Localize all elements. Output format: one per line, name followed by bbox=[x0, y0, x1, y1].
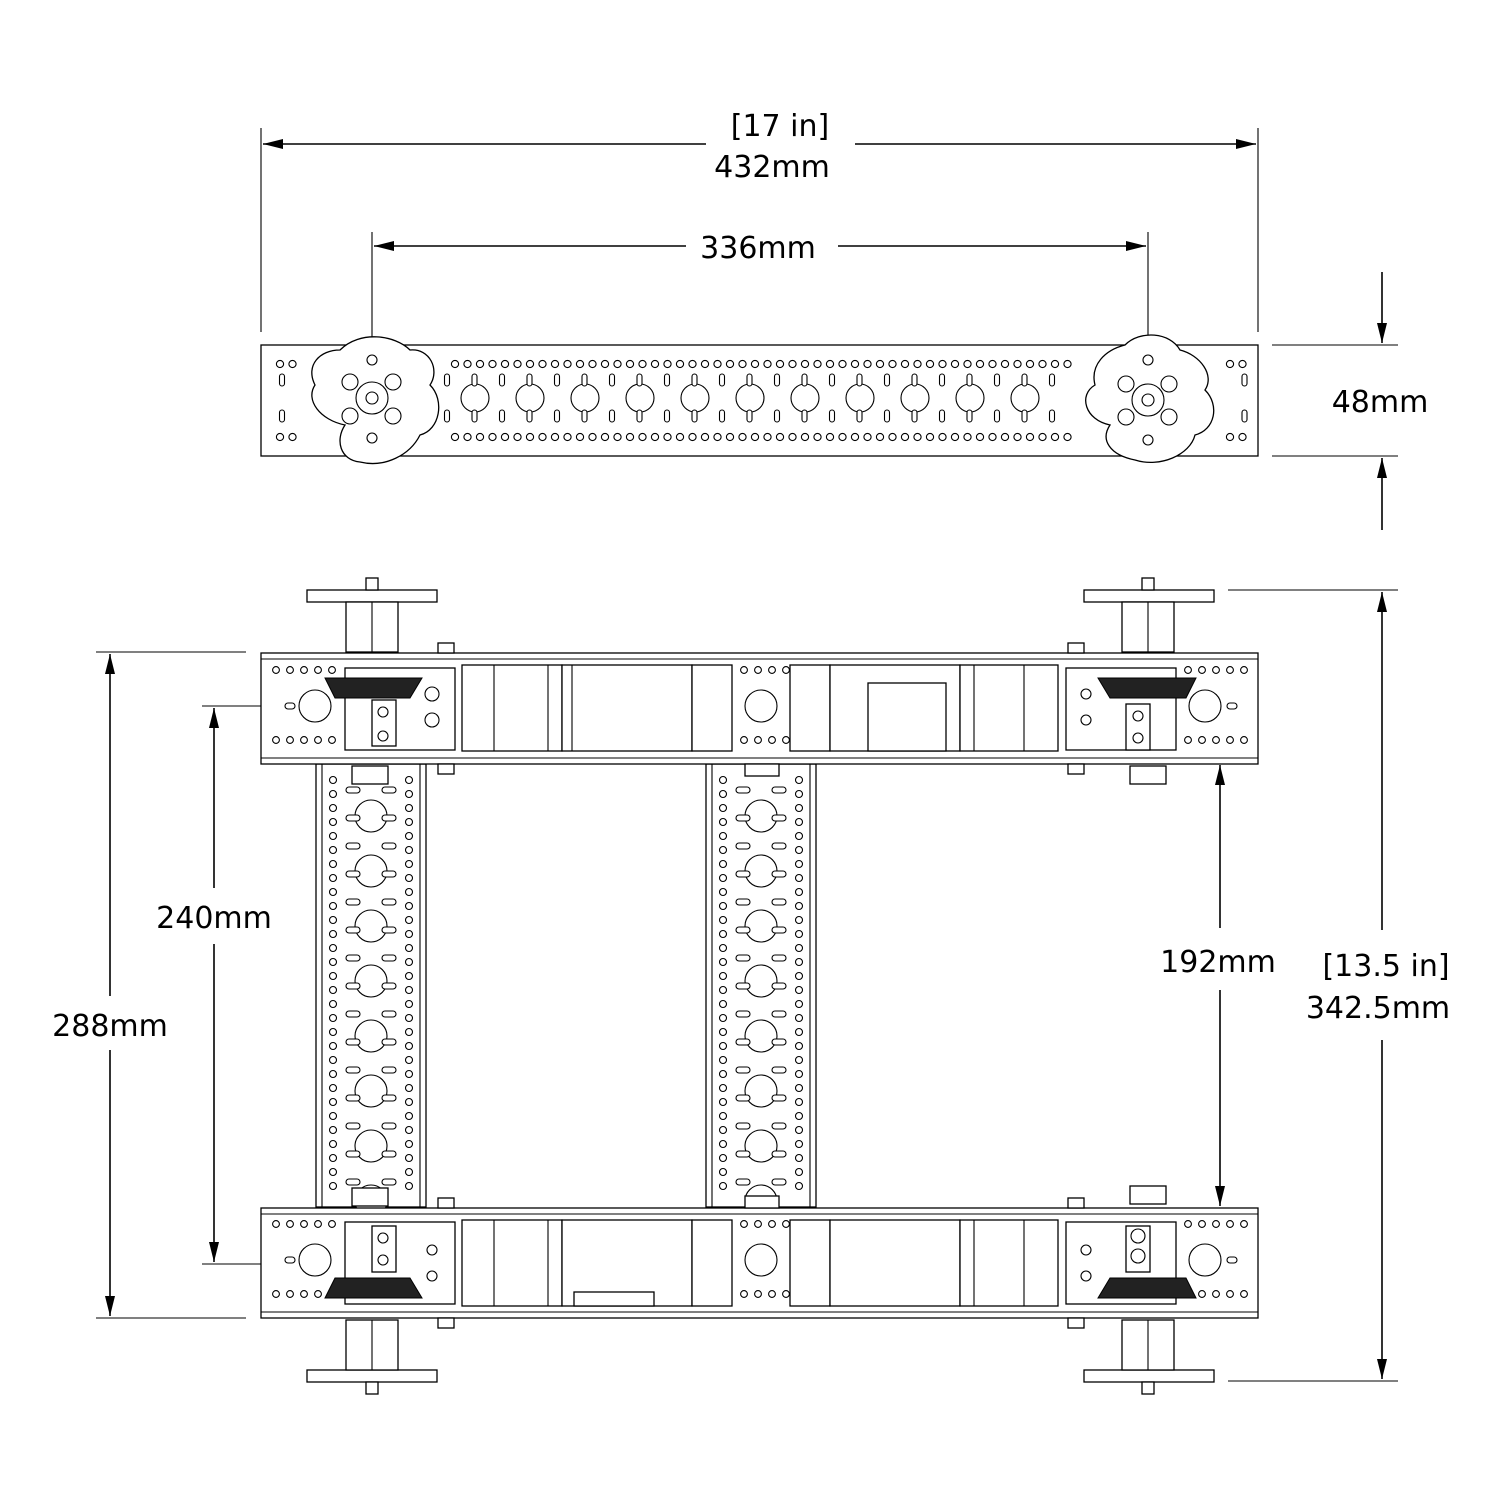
side-channel-holes bbox=[275, 359, 1248, 442]
side-view-channel bbox=[260, 334, 1259, 464]
wheel-bottom-right bbox=[1083, 1319, 1215, 1395]
top-motor-right bbox=[789, 664, 1059, 752]
overall-length-mm: 342.5mm bbox=[1306, 991, 1450, 1026]
bottom-rail bbox=[260, 1207, 1259, 1319]
channel-height-label: 48mm bbox=[1332, 385, 1429, 420]
rail-gap-label: 192mm bbox=[1160, 945, 1276, 980]
overall-width-dimension: [17 in] 432mm bbox=[260, 109, 1259, 332]
top-left-gearbox bbox=[324, 667, 456, 751]
left-wheel-hub bbox=[311, 336, 440, 464]
bottom-left-gearbox bbox=[324, 1221, 456, 1305]
rail-gap-dimension: 192mm bbox=[1160, 765, 1276, 1206]
inner-spacing-label: 240mm bbox=[156, 901, 272, 936]
overall-length-inches: [13.5 in] bbox=[1322, 949, 1449, 984]
channel-height-dimension: 48mm bbox=[1272, 272, 1428, 530]
wheel-top-left bbox=[306, 577, 438, 653]
overall-width-inches: [17 in] bbox=[731, 109, 829, 144]
top-motor-left bbox=[461, 664, 733, 752]
wheel-top-right bbox=[1083, 577, 1215, 653]
overall-width-mm: 432mm bbox=[714, 150, 830, 185]
inner-spacing-dimension: 240mm bbox=[156, 705, 290, 1265]
bottom-right-gearbox bbox=[1065, 1221, 1197, 1305]
top-rail bbox=[260, 652, 1259, 765]
top-right-gearbox bbox=[1065, 667, 1197, 751]
wheel-spacing-dimension: 336mm bbox=[371, 231, 1149, 370]
outer-spacing-dimension: 288mm bbox=[52, 651, 246, 1319]
standoffs bbox=[351, 642, 1167, 1329]
wheel-spacing-label: 336mm bbox=[700, 231, 816, 266]
cross-member-left bbox=[315, 763, 427, 1218]
outer-spacing-label: 288mm bbox=[52, 1009, 168, 1044]
bottom-motor-left bbox=[461, 1219, 733, 1307]
overall-length-dimension: [13.5 in] 342.5mm bbox=[1228, 589, 1450, 1382]
bottom-motor-right bbox=[789, 1219, 1059, 1307]
right-wheel-hub bbox=[1085, 334, 1215, 464]
cross-member-right bbox=[705, 763, 817, 1218]
wheel-bottom-left bbox=[306, 1319, 438, 1395]
